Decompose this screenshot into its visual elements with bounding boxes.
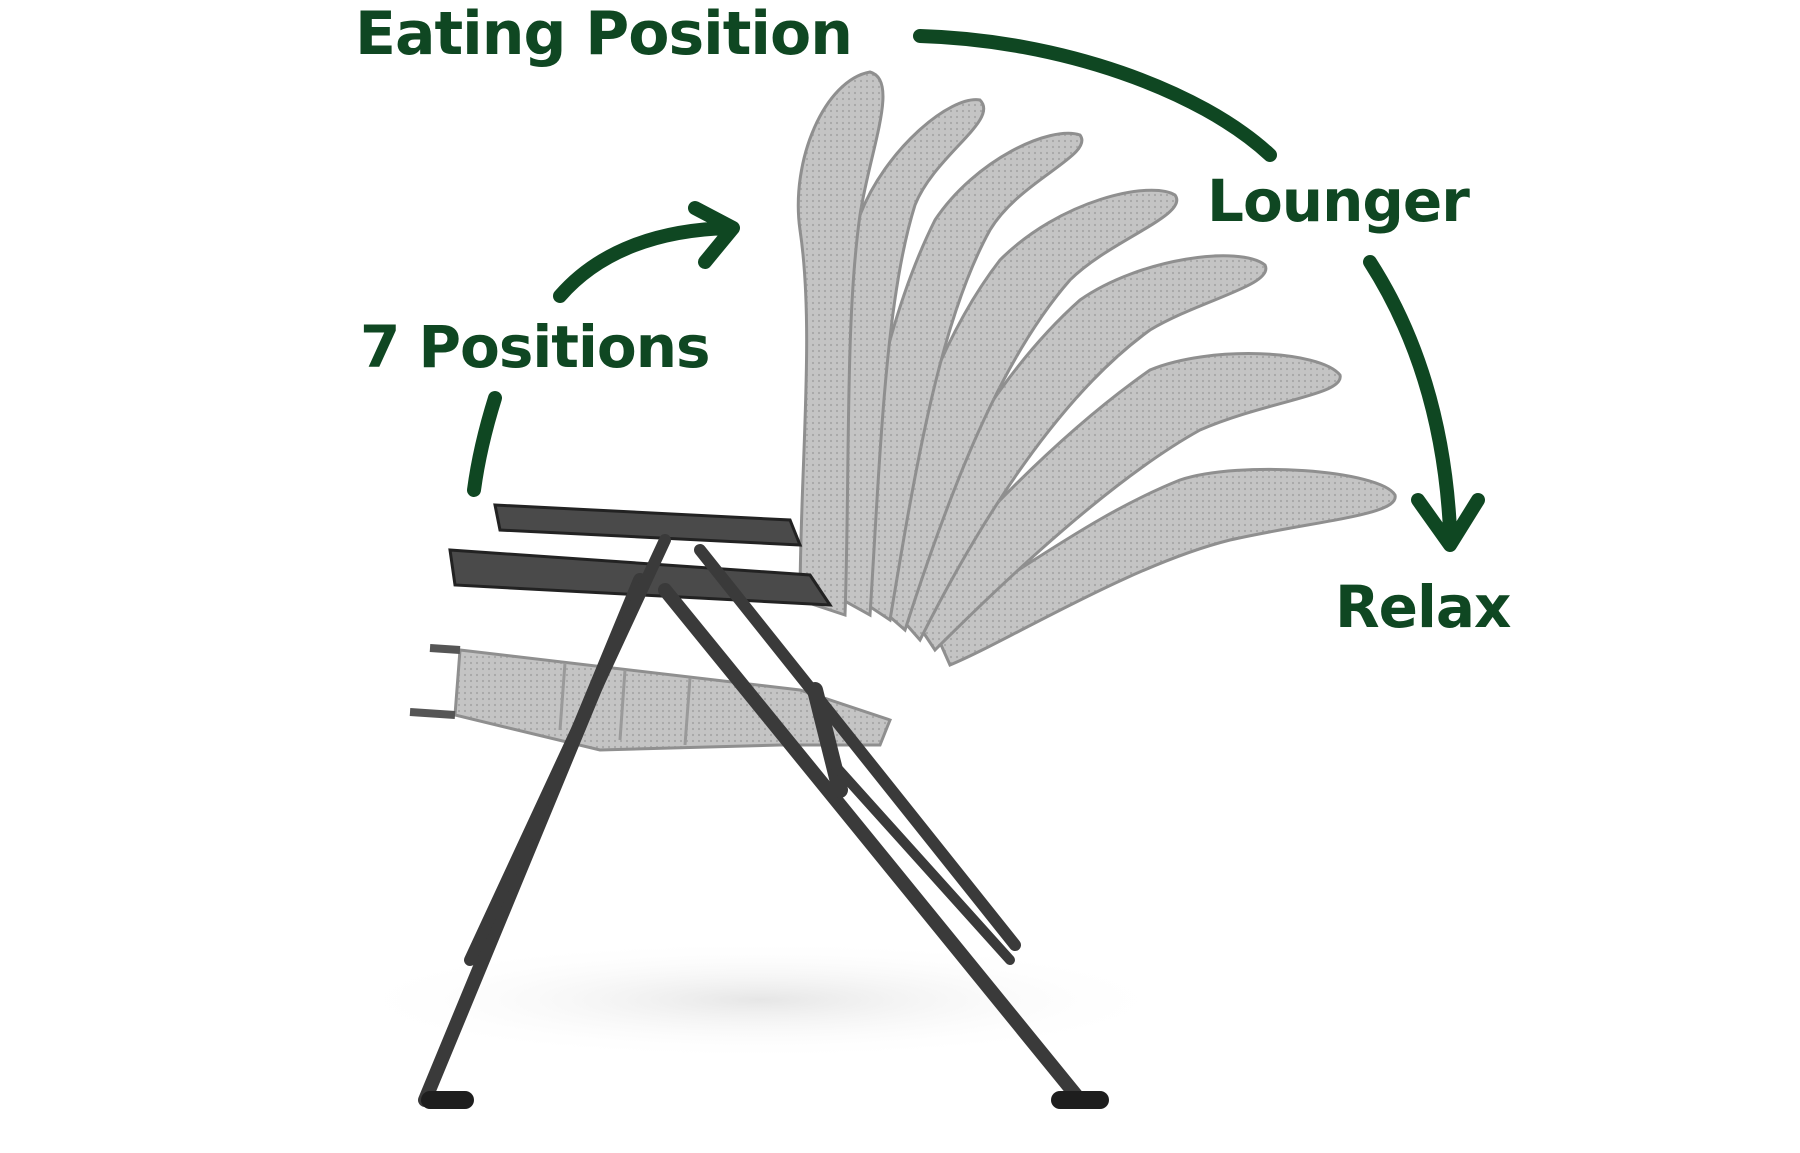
relax-label: Relax <box>1335 573 1511 641</box>
curved-arrow-icon <box>913 29 1277 162</box>
chair-frame <box>418 534 1109 1109</box>
backrest-position-7 <box>928 467 1397 667</box>
curved-arrow-down-icon <box>1363 255 1485 552</box>
curved-arrow-tail-icon <box>467 391 502 497</box>
eating-position-label: Eating Position <box>355 0 853 69</box>
lounger-label: Lounger <box>1207 167 1470 235</box>
backrest-position-6 <box>903 352 1342 653</box>
backrest-position-1 <box>796 70 885 618</box>
positions-count-label: 7 Positions <box>360 313 711 381</box>
backrest-fan <box>796 70 1397 667</box>
curved-arrow-up-icon <box>553 201 740 303</box>
